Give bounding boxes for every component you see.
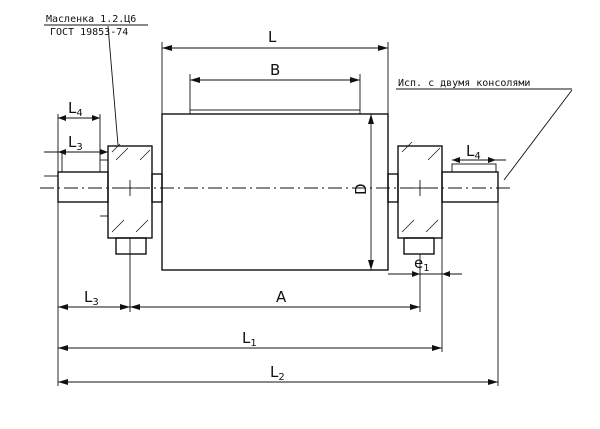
dim-label-A: A	[276, 288, 287, 306]
left-shaft	[57, 171, 109, 203]
variant-leader	[503, 89, 573, 181]
right-shaft	[441, 171, 499, 203]
dim-label-L4-left: L4	[68, 99, 83, 119]
dim-label-L4-right: L4	[466, 142, 481, 162]
dim-label-L3-bottom: L3	[84, 288, 99, 308]
dim-label-e1: e1	[414, 254, 430, 274]
oiler-leader	[107, 25, 119, 146]
dim-label-L1: L1	[242, 329, 257, 349]
dim-label-D: D	[352, 183, 370, 195]
dim-label-L: L	[268, 28, 277, 46]
dim-label-B: B	[270, 61, 280, 79]
oiler-note-line1: Масленка 1.2.Ц6	[46, 14, 136, 25]
drum-lagging	[189, 109, 361, 115]
oiler-note-line2: ГОСТ 19853-74	[50, 27, 128, 38]
dim-label-L3-top: L3	[68, 133, 83, 153]
dim-label-L2: L2	[270, 363, 285, 383]
variant-note: Исп. с двумя консолями	[398, 78, 530, 89]
